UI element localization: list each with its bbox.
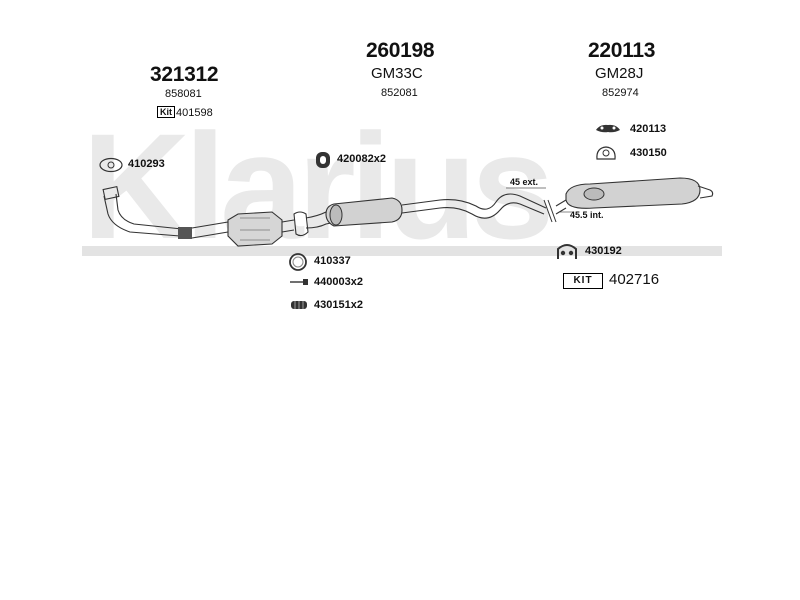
- bracket-icon: [557, 244, 577, 259]
- part-440003x2: 440003x2: [314, 276, 363, 288]
- gasket-icon: [99, 157, 123, 173]
- part-420082x2: 420082x2: [337, 153, 386, 165]
- code-gm28j: GM28J: [595, 65, 644, 82]
- kit-badge-large: KIT: [563, 273, 603, 289]
- rubber-mount-icon: [596, 124, 620, 133]
- part-410337: 410337: [314, 255, 351, 267]
- part-number-260198: 260198: [366, 39, 435, 62]
- part-430192: 430192: [585, 245, 622, 257]
- clamp-icon: [316, 152, 330, 168]
- code-gm33c: GM33C: [371, 65, 423, 82]
- part-430150: 430150: [630, 147, 667, 159]
- part-number-321312: 321312: [150, 63, 219, 86]
- ring-icon: [289, 253, 307, 271]
- front-pipe: [102, 186, 229, 239]
- part-430151x2: 430151x2: [314, 299, 363, 311]
- hanger-icon: [596, 146, 616, 160]
- ref-852081: 852081: [381, 87, 418, 99]
- kit-badge: Kit: [157, 106, 175, 118]
- catalytic-converter: [227, 211, 295, 247]
- kit-ref-401598: 401598: [176, 107, 213, 119]
- dimension-ext-label: 45 ext.: [510, 177, 539, 187]
- ref-852974: 852974: [602, 87, 639, 99]
- dimension-int-label: 45.5 int.: [570, 210, 604, 220]
- part-number-220113: 220113: [588, 39, 656, 62]
- ref-858081: 858081: [165, 88, 202, 100]
- middle-silencer: [325, 197, 403, 227]
- pipe-split-markers: [506, 187, 574, 223]
- part-410293: 410293: [128, 158, 165, 170]
- kit-number-402716: 402716: [609, 271, 660, 288]
- spring-icon: [291, 301, 307, 309]
- part-420113: 420113: [630, 123, 667, 135]
- rear-silencer: [555, 177, 714, 215]
- bolt-icon: [290, 279, 308, 285]
- middle-pipe: [401, 193, 547, 219]
